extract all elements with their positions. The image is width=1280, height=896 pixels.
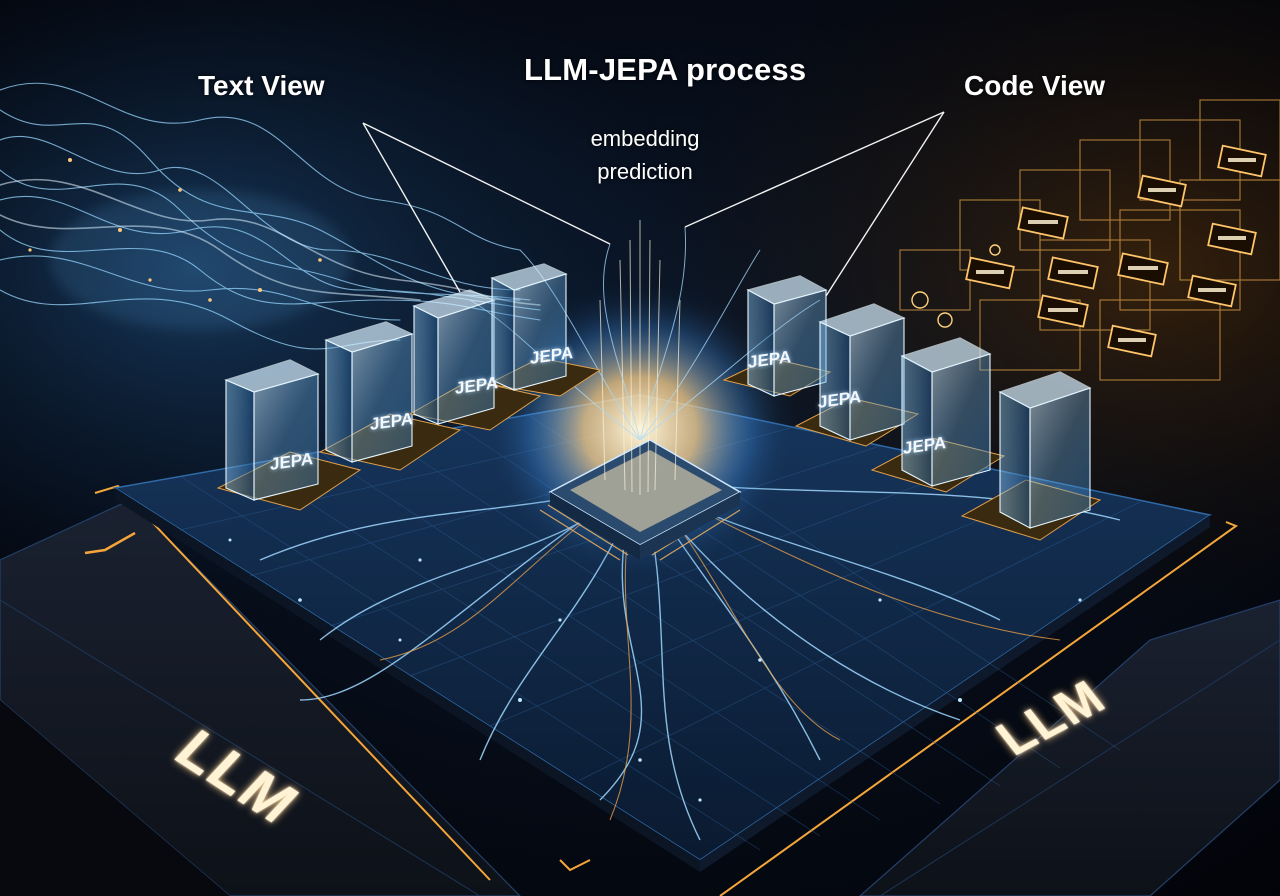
- code-view-stream: [899, 99, 1280, 381]
- code-view-label: Code View: [964, 70, 1106, 101]
- diagram-title: LLM-JEPA process: [524, 52, 807, 87]
- leader-lines: [362, 111, 945, 297]
- jepa-block: [216, 359, 362, 511]
- jepa-block: [408, 289, 542, 431]
- embedding-prediction-label: embedding prediction: [575, 122, 715, 188]
- text-view-stream: [0, 82, 541, 350]
- subtitle-line-1: embedding: [590, 126, 700, 151]
- subtitle-line-2: prediction: [597, 159, 693, 184]
- jepa-block: [870, 337, 1006, 493]
- gold-board-trace: [84, 484, 1239, 896]
- jepa-block: [486, 263, 602, 397]
- code-view-leader-line-2: [825, 111, 945, 297]
- text-view-label: Text View: [198, 70, 325, 101]
- llm-base-slab-left: [0, 499, 521, 896]
- jepa-blocks-right: [722, 275, 1102, 541]
- text-view-leader-line-2: [362, 122, 461, 293]
- code-view-leader-line-1: [684, 111, 945, 228]
- text-view-leader-line-1: [362, 122, 611, 245]
- jepa-block: [794, 303, 920, 447]
- jepa-block: [318, 321, 462, 471]
- llm-base-slab-right: [859, 599, 1280, 896]
- jepa-blocks-left: [216, 263, 602, 511]
- jepa-block: [960, 371, 1102, 541]
- jepa-block: [722, 275, 832, 397]
